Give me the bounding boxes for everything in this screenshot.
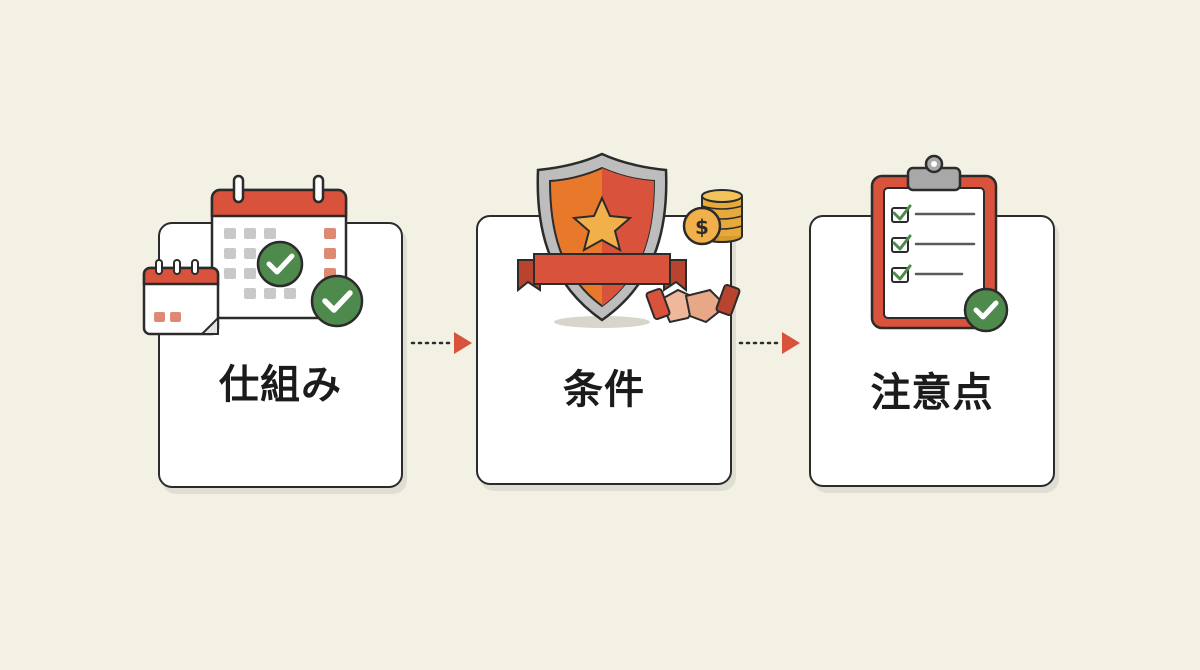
ribbon-banner-icon xyxy=(517,253,687,293)
step-label-mechanism: 仕組み xyxy=(219,362,342,408)
coin-stack-icon: $ xyxy=(682,189,743,246)
flow-arrow-2 xyxy=(738,332,800,354)
check-badge-icon xyxy=(256,240,304,288)
calendar-check-icon xyxy=(142,174,364,336)
step-label-conditions: 条件 xyxy=(563,367,645,413)
step-label-precautions: 注意点 xyxy=(870,370,994,416)
shield-star-handshake-icon: $ xyxy=(517,152,743,328)
star-icon xyxy=(571,195,633,253)
clip-icon xyxy=(906,154,962,192)
calendar-small-icon xyxy=(142,259,220,336)
check-badge-icon xyxy=(310,274,364,328)
handshake-icon xyxy=(645,283,741,324)
clipboard-checklist-icon xyxy=(870,154,1009,333)
svg-text:$: $ xyxy=(695,215,709,239)
checklist-row xyxy=(891,234,976,253)
checklist-row xyxy=(891,264,964,283)
flow-arrow-1 xyxy=(410,332,472,354)
checklist-row xyxy=(891,204,976,223)
check-badge-icon xyxy=(963,287,1009,333)
